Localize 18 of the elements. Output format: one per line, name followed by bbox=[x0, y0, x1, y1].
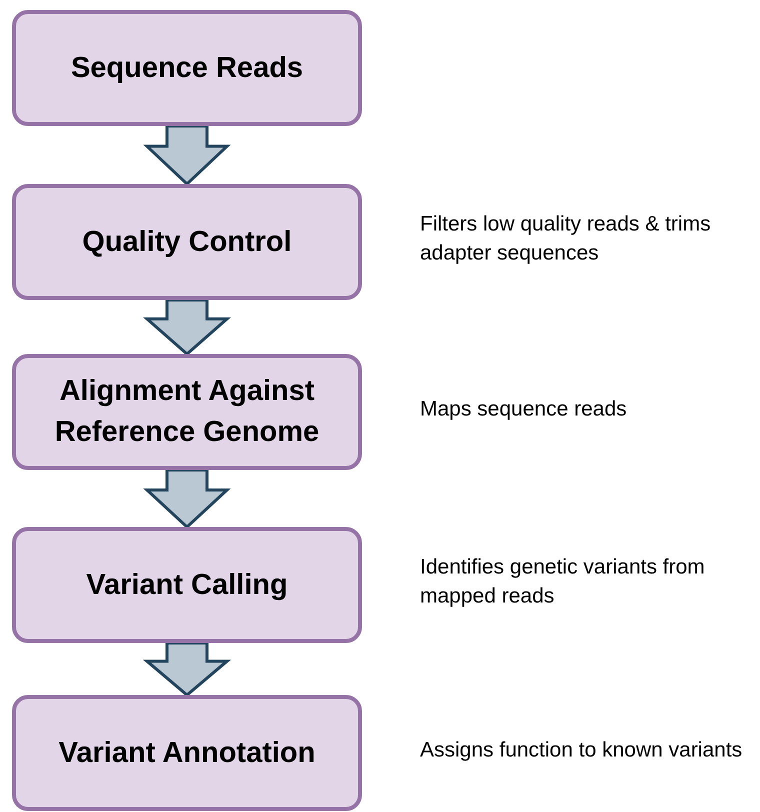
step-description: Identifies genetic variants from mapped reads bbox=[420, 554, 706, 610]
step-title: Sequence Reads bbox=[70, 50, 304, 86]
step-title: Variant Annotation bbox=[58, 736, 316, 771]
process-box bbox=[12, 354, 362, 470]
step-title: Variant Calling bbox=[86, 568, 288, 603]
block-arrow bbox=[143, 124, 231, 186]
process-box bbox=[12, 695, 362, 811]
step-description: Maps sequence reads bbox=[420, 396, 628, 422]
step-title: Alignment Against Reference Genome bbox=[54, 374, 320, 450]
process-box bbox=[12, 527, 362, 643]
step-description: Assigns function to known variants bbox=[420, 737, 744, 764]
step-description: Filters low quality reads & trims adapter sequences bbox=[420, 212, 712, 267]
process-box bbox=[12, 184, 362, 300]
block-arrow bbox=[143, 468, 231, 530]
process-box bbox=[12, 10, 362, 126]
step-title: Quality Control bbox=[82, 224, 292, 260]
block-arrow bbox=[143, 298, 231, 356]
block-arrow bbox=[142, 642, 232, 697]
